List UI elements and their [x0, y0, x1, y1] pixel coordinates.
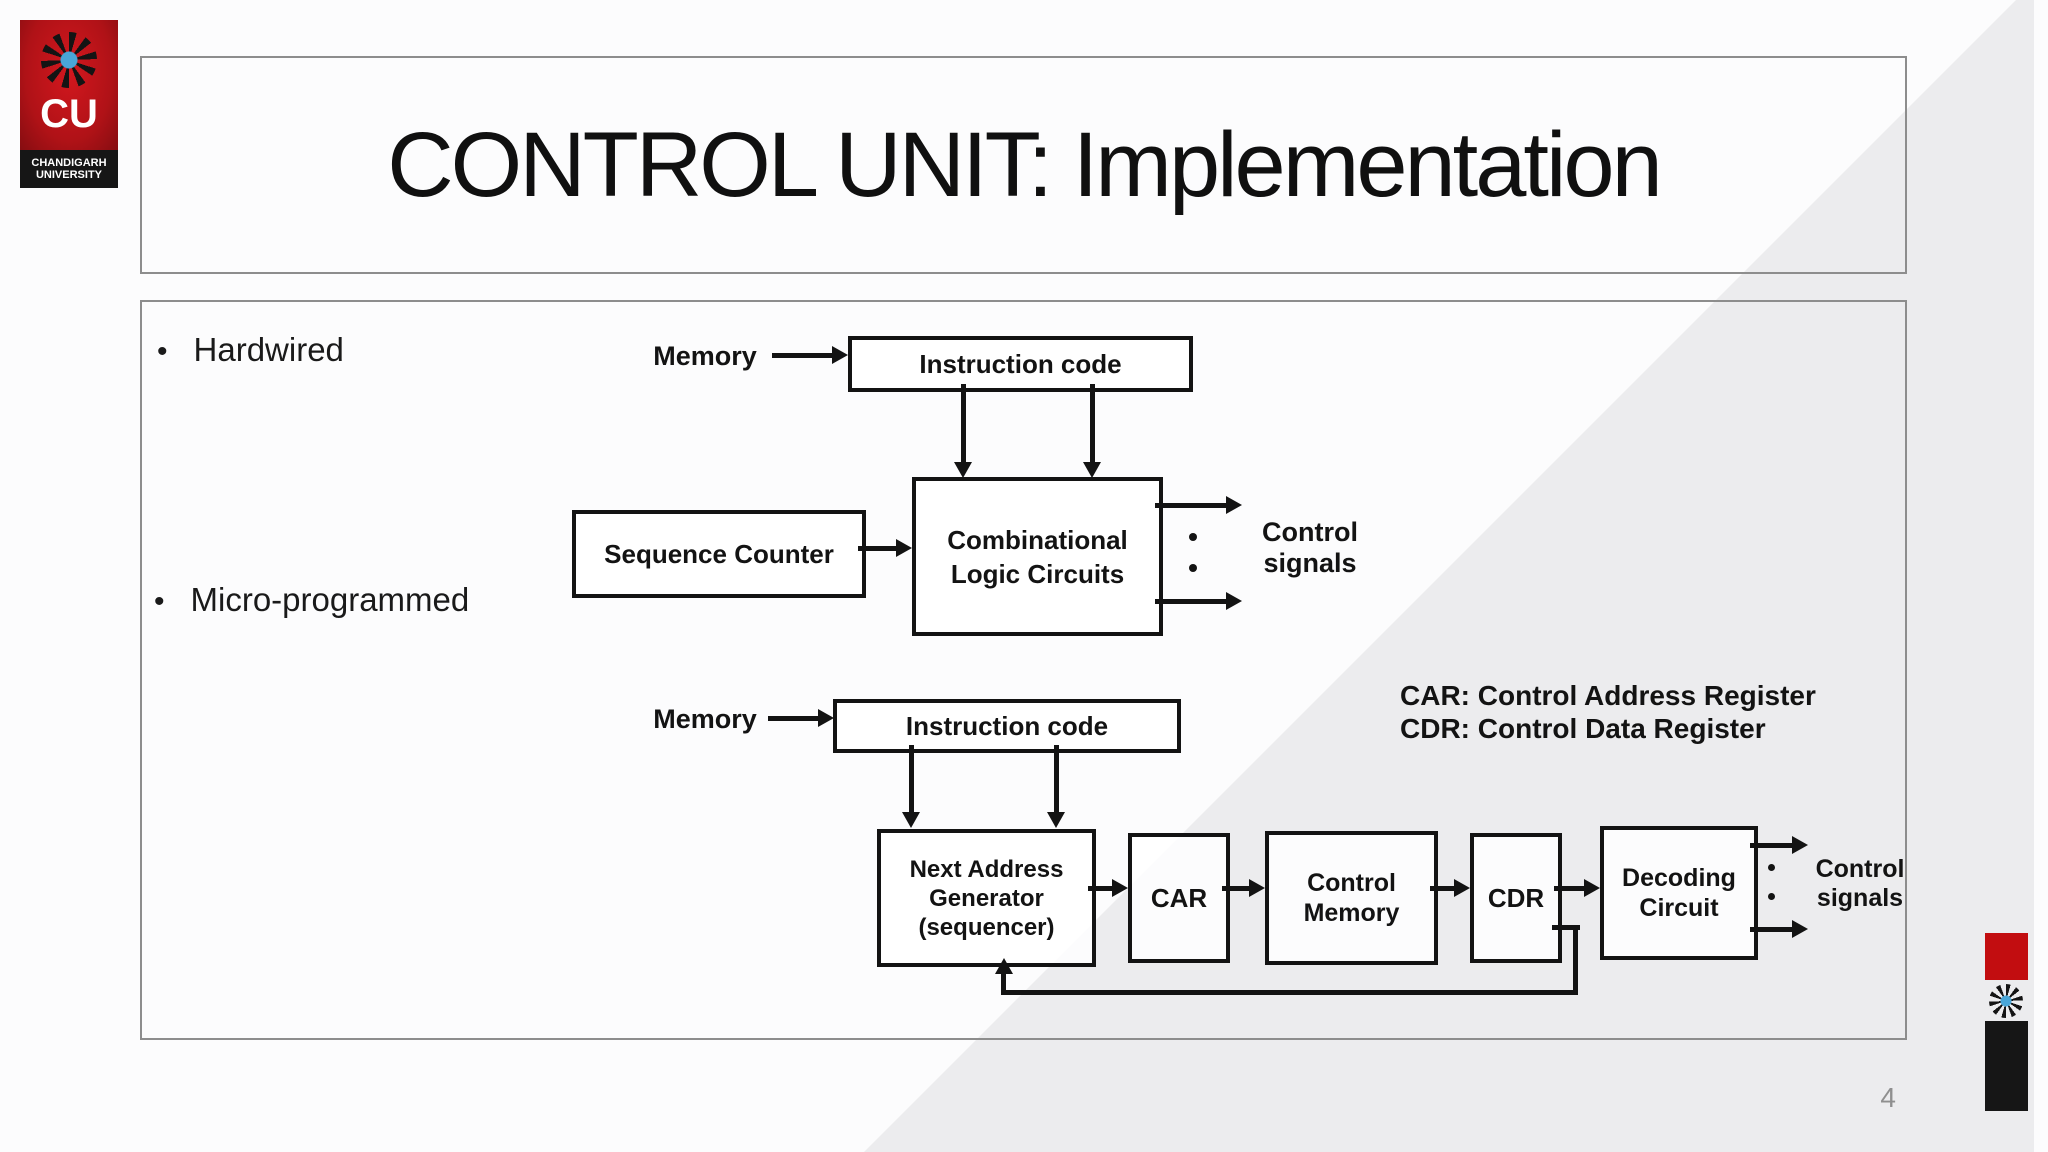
corner-black-bar: [1985, 1021, 2028, 1111]
arrow: [1430, 886, 1457, 891]
mp-decoding-circuit-box: Decoding Circuit: [1600, 826, 1758, 960]
page-number: 4: [1880, 1082, 1896, 1113]
arrow: [1222, 886, 1252, 891]
feedback-line: [1001, 990, 1578, 995]
mp-instruction-code-box: Instruction code: [833, 699, 1181, 753]
hw-sequence-counter-label: Sequence Counter: [604, 538, 834, 569]
arrow: [1054, 745, 1059, 814]
bullet-microprogrammed-label: Micro-programmed: [190, 581, 470, 618]
arrowhead-right: [1112, 879, 1128, 897]
arrow: [1090, 384, 1095, 464]
arrowhead-right: [896, 539, 912, 557]
feedback-line: [1001, 972, 1006, 994]
university-emblem-icon: [41, 32, 97, 88]
bullet-hardwired-label: Hardwired: [193, 331, 344, 368]
arrow: [961, 384, 966, 464]
register-legend: CAR: Control Address Register CDR: Contr…: [1400, 679, 1816, 745]
arrowhead-right: [1249, 879, 1265, 897]
hw-logic-line2: Logic Circuits: [950, 558, 1125, 589]
hw-memory-label: Memory: [653, 341, 757, 371]
mp-control-signals-label: Control signals: [1800, 855, 1920, 913]
mp-cm-line1: Control: [1307, 869, 1396, 897]
arrow: [1554, 886, 1587, 891]
mp-cdr-box: CDR: [1470, 833, 1562, 963]
arrow: [772, 353, 832, 358]
mp-nag-line3: (sequencer): [918, 913, 1055, 941]
hw-instruction-code-label: Instruction code: [919, 348, 1122, 379]
arrowhead-right: [1226, 496, 1242, 514]
mp-instruction-code-label: Instruction code: [905, 710, 1109, 741]
hw-sequence-counter-box: Sequence Counter: [572, 510, 866, 598]
logo-name-band: CHANDIGARH UNIVERSITY: [20, 150, 118, 188]
mp-control-memory-box: Control Memory: [1265, 831, 1438, 965]
mp-dec-line1: Decoding: [1622, 864, 1736, 892]
logo-name-line2: UNIVERSITY: [35, 169, 102, 181]
arrow: [858, 546, 898, 551]
arrowhead-right: [1792, 836, 1808, 854]
arrow: [1750, 927, 1794, 932]
arrowhead-up: [995, 958, 1013, 974]
ellipsis-dot: [1189, 533, 1197, 541]
bullet-icon: •: [157, 335, 168, 368]
feedback-line: [1552, 925, 1580, 930]
slide-title: CONTROL UNIT: Implementation: [387, 113, 1663, 216]
arrow: [768, 716, 820, 721]
bullet-icon: •: [154, 585, 165, 618]
legend-cdr: CDR: Control Data Register: [1400, 713, 1766, 744]
arrowhead-right: [1792, 920, 1808, 938]
corner-emblem-icon: [1989, 984, 2023, 1018]
arrowhead-down: [1047, 812, 1065, 828]
mp-next-address-generator-box: Next Address Generator (sequencer): [877, 829, 1096, 967]
arrow: [1750, 843, 1794, 848]
arrowhead-down: [902, 812, 920, 828]
hw-instruction-code-box: Instruction code: [848, 336, 1193, 392]
arrowhead-right: [832, 346, 848, 364]
arrow: [909, 745, 914, 814]
hw-control-line2: signals: [1263, 548, 1357, 578]
corner-red-square: [1985, 933, 2028, 980]
arrowhead-right: [1454, 879, 1470, 897]
arrowhead-right: [1226, 592, 1242, 610]
mp-nag-line2: Generator: [929, 884, 1044, 912]
hw-logic-line1: Combinational: [947, 524, 1128, 555]
university-logo: CU CHANDIGARH UNIVERSITY: [20, 20, 118, 188]
mp-cdr-label: CDR: [1487, 882, 1545, 913]
bullet-hardwired: • Hardwired: [157, 331, 344, 369]
content-box: [140, 300, 1907, 1040]
hw-combinational-logic-box: Combinational Logic Circuits: [912, 477, 1163, 636]
mp-nag-line1: Next Address: [909, 855, 1064, 883]
mp-control-line2: signals: [1816, 884, 1904, 912]
ellipsis-dot: [1768, 864, 1775, 871]
mp-car-box: CAR: [1128, 833, 1230, 963]
ellipsis-dot: [1768, 893, 1775, 900]
logo-name-line1: CHANDIGARH: [31, 157, 107, 169]
arrowhead-down: [954, 462, 972, 478]
mp-control-line1: Control: [1815, 855, 1905, 883]
hw-control-line1: Control: [1262, 517, 1358, 547]
mp-dec-line2: Circuit: [1639, 894, 1719, 922]
title-box: CONTROL UNIT: Implementation: [140, 56, 1907, 274]
arrow: [1155, 503, 1227, 508]
legend-car: CAR: Control Address Register: [1400, 680, 1816, 711]
mp-cm-line2: Memory: [1303, 899, 1400, 927]
arrowhead-down: [1083, 462, 1101, 478]
logo-abbr: CU: [40, 92, 98, 136]
arrowhead-right: [1584, 879, 1600, 897]
arrowhead-right: [818, 709, 834, 727]
feedback-line: [1573, 925, 1578, 995]
arrow: [1088, 886, 1116, 891]
bullet-microprogrammed: • Micro-programmed: [154, 581, 469, 619]
ellipsis-dot: [1189, 564, 1197, 572]
mp-car-label: CAR: [1150, 882, 1208, 913]
arrow: [1155, 599, 1227, 604]
hw-control-signals-label: Control signals: [1250, 517, 1370, 579]
mp-memory-label: Memory: [653, 704, 757, 734]
